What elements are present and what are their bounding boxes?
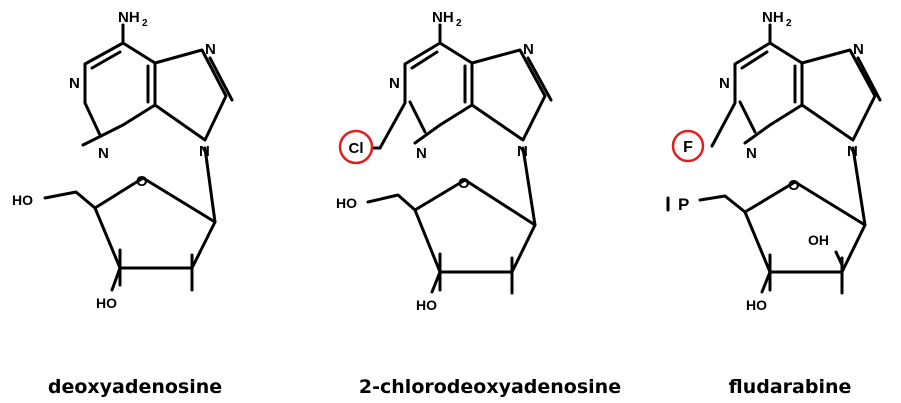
ho5-label: HO (12, 192, 33, 208)
imidazole-ring-bonds (470, 48, 547, 142)
caption-deoxyadenosine: deoxyadenosine (48, 376, 222, 398)
n3-label: N (416, 145, 427, 162)
n3-label: N (98, 145, 109, 162)
imidazole-ring-bonds (800, 48, 877, 142)
ho3-label: HO (746, 297, 767, 313)
pyrimidine-double-bonds (738, 50, 797, 134)
furanose-ring-bonds (413, 178, 537, 274)
n1-label: N (719, 75, 730, 92)
sugar-oxygen-label: O (788, 177, 800, 194)
pyrimidine-ring-bonds (81, 41, 157, 147)
sugar-oxygen-label: O (136, 173, 148, 190)
n9-label: N (199, 143, 210, 160)
imidazole-ring-bonds (153, 48, 228, 142)
c3-bonds (430, 252, 514, 295)
molecule-2-chlorodeoxyadenosine: NH 2 N N N N O HO HO Cl 2-chlorodeoxyade… (336, 9, 621, 398)
amine-label: NH (118, 9, 140, 26)
n7-label: N (523, 41, 534, 58)
n1-label: N (389, 75, 400, 92)
amine-label: NH (762, 9, 784, 26)
furanose-ring-bonds (743, 180, 867, 274)
caption-2-chlorodeoxyadenosine: 2-chlorodeoxyadenosine (359, 376, 621, 398)
chlorine-highlight-circle (338, 129, 374, 165)
sugar-oxygen-label: O (458, 175, 470, 192)
ho3-label: HO (96, 295, 117, 311)
n9-label: N (847, 143, 858, 160)
c5-bond (698, 194, 747, 214)
n9-label: N (517, 143, 528, 160)
glycosidic-bond (521, 146, 537, 227)
oh2-label: OH (808, 232, 829, 248)
amine-subscript: 2 (456, 18, 462, 29)
amine-label: NH (432, 9, 454, 26)
caption-fludarabine: fludarabine (729, 376, 852, 398)
fluorine-highlight-circle (671, 129, 705, 163)
pyrimidine-double-bonds (90, 50, 150, 104)
c5-bond (43, 190, 97, 210)
furanose-ring-bonds (93, 176, 217, 270)
phosphate-label: P (678, 195, 689, 214)
chlorine-label: Cl (349, 140, 364, 157)
amine-subscript: 2 (142, 18, 148, 29)
ho5-label: HO (336, 195, 357, 211)
molecule-deoxyadenosine: NH 2 N N N N O HO HO deoxyadenosine (12, 9, 234, 398)
pyrimidine-double-bonds (408, 50, 467, 134)
ho3-label: HO (416, 297, 437, 313)
glycosidic-bond (851, 146, 867, 227)
c5-bond (366, 193, 417, 212)
imidazole-double-bond (208, 56, 234, 102)
imidazole-double-bond (856, 56, 882, 102)
c3-bonds (110, 248, 194, 292)
imidazole-double-bond (526, 56, 553, 102)
amine-subscript: 2 (786, 18, 792, 29)
fluorine-label: F (683, 139, 693, 156)
molecule-fludarabine: NH 2 N N N N O P OH HO F fludarabine (666, 9, 882, 398)
n7-label: N (205, 41, 216, 58)
n1-label: N (69, 75, 80, 92)
n7-label: N (853, 41, 864, 58)
n3-label: N (746, 145, 757, 162)
glycosidic-bond (203, 146, 217, 224)
c2-c3-bonds (760, 250, 844, 295)
